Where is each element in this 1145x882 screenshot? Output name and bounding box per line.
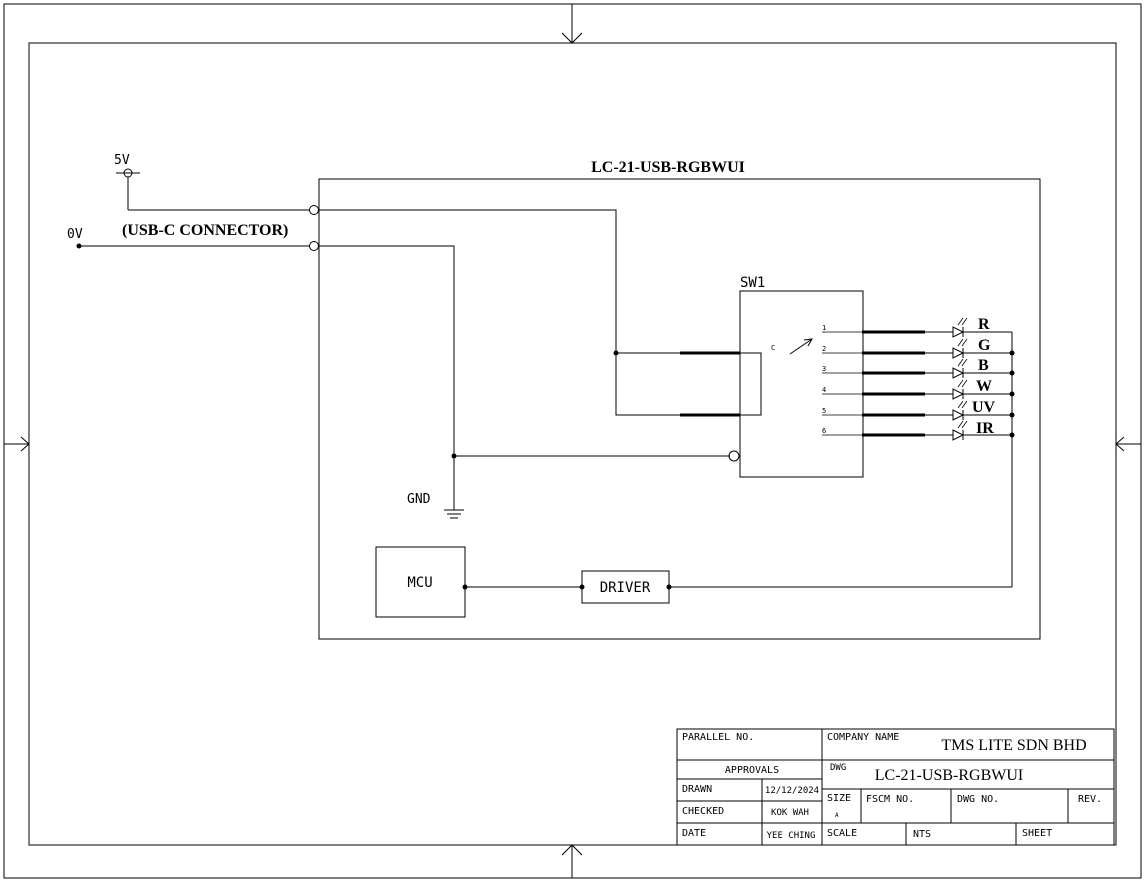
connector-terminal-5v: [309, 205, 319, 215]
led-diode-b-icon: [952, 367, 965, 379]
date-label: DATE: [682, 828, 706, 839]
dwg-title: LC-21-USB-RGBWUI: [875, 767, 1023, 784]
switch-sw1: SW1 C 1 2 3 4 5 6: [680, 275, 864, 478]
led-channel-b: B: [862, 357, 1012, 379]
rev-label: REV.: [1078, 794, 1102, 805]
center-mark-top: [561, 4, 583, 44]
drawn-value: 12/12/2024: [765, 786, 819, 796]
company-name: TMS LITE SDN BHD: [941, 737, 1086, 754]
led-diode-ir-icon: [952, 429, 965, 441]
switch-pin-5: 5: [822, 407, 826, 415]
center-mark-right: [1115, 436, 1141, 452]
switch-pin-3: 3: [822, 365, 826, 373]
led-channel-uv: UV: [862, 399, 1012, 421]
ground-label: GND: [407, 492, 431, 507]
driver-block: DRIVER: [581, 570, 670, 604]
switch-wiper: [789, 338, 813, 355]
led-label-g: G: [978, 337, 991, 354]
led-label-uv: UV: [972, 399, 996, 416]
connector-terminal-0v: [309, 241, 319, 251]
switch-body: [739, 290, 864, 478]
switch-ground-terminal: [728, 450, 740, 462]
led-diode-uv-icon: [952, 409, 965, 421]
switch-pin-6: 6: [822, 427, 826, 435]
ground-symbol: GND: [407, 492, 464, 519]
size-label: SIZE: [827, 793, 851, 804]
led-channel-r: R: [862, 316, 1012, 338]
supply-5v-symbol: 5V: [114, 153, 140, 210]
switch-wiper-arrow: [803, 338, 813, 347]
drawing-frame: [3, 3, 1142, 879]
supply-0v-label: 0V: [67, 227, 83, 242]
date-value: YEE CHING: [767, 831, 816, 841]
switch-pin-1: 1: [822, 324, 826, 332]
parallel-no-label: PARALLEL NO.: [682, 732, 754, 743]
supply-5v-label: 5V: [114, 153, 130, 168]
led-label-ir: IR: [976, 420, 994, 437]
switch-common-label: C: [771, 344, 775, 352]
size-value: A: [835, 812, 839, 819]
wire-network: [79, 209, 1013, 588]
switch-pin-2: 2: [822, 345, 826, 353]
scale-label: SCALE: [827, 828, 857, 839]
led-label-b: B: [978, 357, 989, 374]
mcu-block: MCU: [375, 546, 466, 618]
driver-label: DRIVER: [600, 580, 651, 596]
supply-0v-symbol: 0V: [67, 227, 83, 249]
connector-label: (USB-C CONNECTOR): [122, 222, 288, 239]
title-block: PARALLEL NO. COMPANY NAME TMS LITE SDN B…: [676, 728, 1115, 846]
scale-value: NTS: [913, 829, 931, 840]
led-label-w: W: [976, 378, 992, 395]
switch-pin-4: 4: [822, 386, 826, 394]
approvals-label: APPROVALS: [725, 765, 779, 776]
fscm-no-label: FSCM NO.: [866, 794, 914, 805]
led-diode-w-icon: [952, 388, 965, 400]
led-channel-g: G: [862, 337, 1012, 359]
led-channel-ir: IR: [862, 420, 1012, 441]
mcu-label: MCU: [407, 575, 432, 591]
junction-dots: [451, 350, 1015, 590]
led-diode-r-icon: [952, 326, 965, 338]
assembly-outline: [318, 178, 1041, 640]
led-diode-g-icon: [952, 347, 965, 359]
company-name-label: COMPANY NAME: [827, 732, 899, 743]
sheet-label: SHEET: [1022, 828, 1052, 839]
drawn-label: DRAWN: [682, 784, 712, 795]
dwg-label: DWG: [830, 763, 846, 773]
led-channel-w: W: [862, 378, 1012, 400]
center-mark-left: [4, 436, 30, 452]
assembly-title: LC-21-USB-RGBWUI: [591, 159, 745, 176]
switch-ref: SW1: [740, 275, 765, 291]
center-mark-bottom: [561, 844, 583, 878]
inner-border: [28, 42, 1117, 846]
checked-value: KOK WAH: [771, 808, 809, 818]
led-label-r: R: [978, 316, 990, 333]
dwg-no-label: DWG NO.: [957, 794, 999, 805]
checked-label: CHECKED: [682, 806, 724, 817]
